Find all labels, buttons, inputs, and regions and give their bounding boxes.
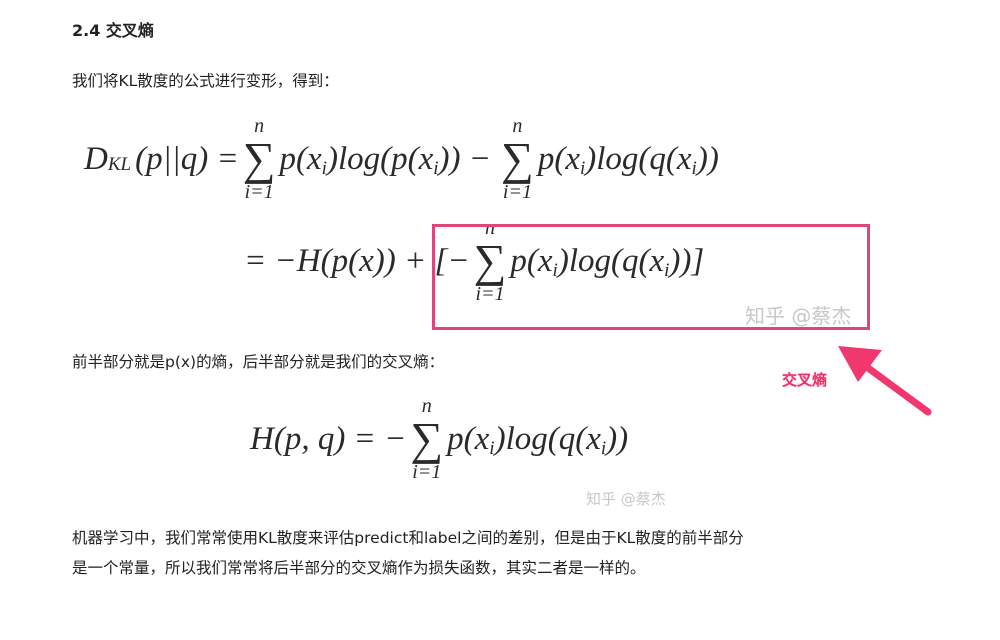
math-sub: i <box>321 158 327 179</box>
math-text: )log(q(x <box>494 420 601 457</box>
math-text: )) <box>696 140 719 177</box>
math-text: H(p, q) = − <box>250 420 407 457</box>
math-text: )log(q(x <box>585 140 692 177</box>
sum-lower: i=1 <box>502 181 532 203</box>
math-text: p(x <box>447 420 490 457</box>
math-sub: i <box>489 438 495 459</box>
math-sub: i <box>600 438 607 459</box>
annotation-label: 交叉熵 <box>782 371 828 389</box>
paragraph-intro: 我们将KL散度的公式进行变形，得到： <box>72 72 339 90</box>
watermark: 知乎 @蔡杰 <box>745 304 852 328</box>
paragraph-explanation: 前半部分就是p(x)的熵，后半部分就是我们的交叉熵： <box>72 353 445 371</box>
section-heading: 2.4 交叉熵 <box>72 21 154 40</box>
paragraph-conclusion-line1: 机器学习中，我们常常使用KL散度来评估predict和label之间的差别，但是… <box>72 529 744 547</box>
math-sub: i <box>691 158 697 179</box>
sum-symbol: n∑i=1 <box>410 396 443 482</box>
sum-lower: i=1 <box>412 461 442 483</box>
sum-upper: n <box>485 217 495 239</box>
math-text: )) <box>606 420 629 457</box>
highlight-box <box>432 224 870 330</box>
sum-symbol: n∑i=1 <box>501 116 534 202</box>
math-text: p(x <box>279 140 322 177</box>
sum-symbol: n∑i=1 <box>243 116 276 202</box>
sigma: ∑ <box>410 413 444 464</box>
math-text: (p||q) = <box>135 140 239 177</box>
math-sub: i <box>552 260 558 281</box>
sigma: ∑ <box>242 133 276 184</box>
math-text: D <box>84 140 108 177</box>
math-sub: i <box>664 260 670 281</box>
sum-upper: n <box>512 115 523 137</box>
math-text: )) − <box>438 140 492 177</box>
sigma: ∑ <box>501 133 534 184</box>
math-text: p(x <box>537 140 580 177</box>
math-text: p(x <box>510 242 553 279</box>
arrow-icon <box>838 346 932 416</box>
math-text: ))] <box>669 242 705 279</box>
sum-upper: n <box>254 115 265 137</box>
sigma: ∑ <box>473 235 507 286</box>
math-sub: KL <box>107 154 132 175</box>
sum-upper: n <box>421 395 432 417</box>
sum-lower: i=1 <box>244 181 274 203</box>
sum-lower: i=1 <box>475 283 505 305</box>
sum-symbol: n∑i=1 <box>474 218 507 304</box>
watermark: 知乎 @蔡杰 <box>586 490 666 508</box>
math-sub: i <box>579 158 586 179</box>
math-sub: i <box>433 158 439 179</box>
math-text: )log(q(x <box>557 242 665 279</box>
paragraph-conclusion-line2: 是一个常量，所以我们常常将后半部分的交叉熵作为损失函数，其实二者是一样的。 <box>72 559 646 577</box>
math-text: )log(p(x <box>326 140 434 177</box>
